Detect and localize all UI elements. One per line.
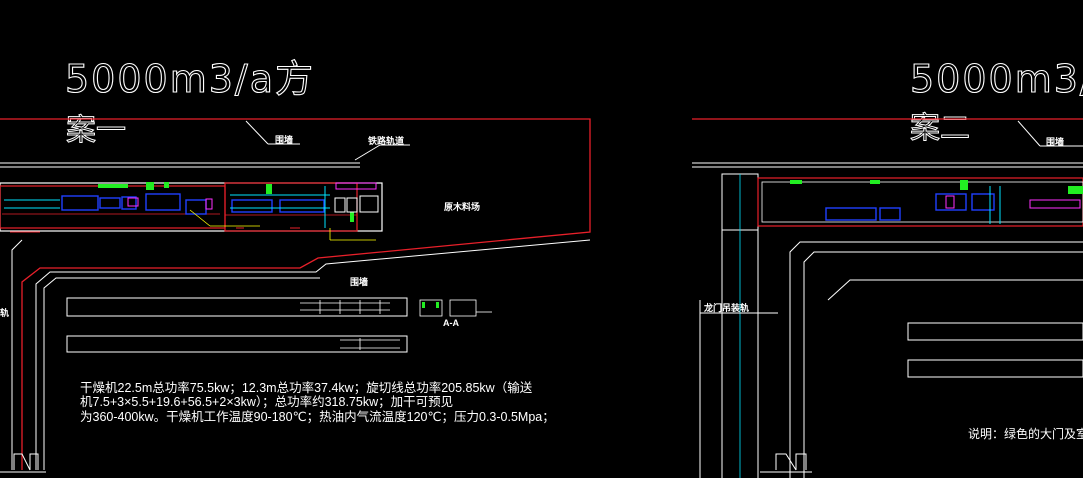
- dryer-line-equipment: [61, 193, 325, 215]
- wall-ticks: [10, 227, 300, 233]
- label-wall-top: 围墙: [275, 134, 293, 145]
- workshop-outline: [0, 182, 383, 232]
- right-road-inner: [803, 251, 1083, 478]
- right-plan-upper: [907, 322, 1083, 341]
- plan-view-upper: [66, 297, 408, 317]
- workshop-wall-left: [0, 185, 226, 229]
- conveyor-lines: [4, 186, 330, 228]
- right-note: 说明：绿色的大门及室: [968, 426, 1083, 441]
- white-equipment-boxes: [334, 195, 379, 213]
- spec-line-1: 干燥机22.5m总功率75.5kw；12.3m总功率37.4kw；旋切线总功率2…: [80, 380, 533, 395]
- road-inner-edge: [35, 239, 591, 470]
- label-right-wall-top: 围墙: [1046, 136, 1064, 147]
- left-sheet-title: 5000m3/a方: [65, 57, 315, 101]
- gate-symbol-left: [0, 453, 46, 473]
- right-scheme-label: 案二: [910, 111, 970, 146]
- right-magenta-details: [945, 195, 1081, 209]
- wall-leader-line: [245, 120, 269, 145]
- label-crane: 龙门吊装轨: [703, 302, 749, 313]
- label-section: A-A: [443, 318, 459, 328]
- green-doors: [98, 182, 354, 222]
- section-green-marks: [422, 302, 439, 308]
- left-perimeter-wall: [0, 118, 591, 470]
- yellow-annotations: [189, 209, 376, 241]
- spec-line-3: 为360-400kw。干燥机工作温度90-180℃；热油内气流温度120℃；压力…: [80, 409, 555, 424]
- magenta-details: [127, 182, 377, 210]
- right-plan-lower: [907, 359, 1083, 378]
- label-rail: 铁路轨道: [368, 135, 404, 146]
- section-detail: [419, 299, 492, 317]
- left-sheet: 5000m3/a方 案一 围墙 铁路轨道: [0, 56, 591, 473]
- road-inner-edge-2: [43, 277, 320, 470]
- workshop-wall-right: [224, 182, 358, 232]
- right-conveyors: [989, 186, 1001, 224]
- right-workshop-wall: [757, 177, 1083, 227]
- left-road-outline: [11, 239, 23, 470]
- plan-view-lower-detail: [340, 338, 400, 350]
- right-road-outer: [789, 241, 1083, 478]
- plan-view-lower: [66, 335, 408, 353]
- gate-symbol-right: [760, 453, 812, 473]
- label-log-yard: 原木料场: [444, 201, 480, 212]
- label-wall-mid: 围墙: [350, 276, 368, 287]
- right-equipment: [825, 193, 995, 221]
- right-green-doors: [790, 180, 1083, 194]
- label-left-edge: 轨: [0, 307, 9, 318]
- right-sheet: 5000m3/ 案二 围墙 龙门吊装轨: [692, 56, 1083, 478]
- right-sheet-title: 5000m3/: [910, 57, 1083, 101]
- left-scheme-label: 案一: [66, 113, 126, 148]
- spec-line-2: 机7.5+3×5.5+19.6+56.5+2×3kw）；总功率约318.75kw…: [80, 394, 453, 409]
- plan-view-upper-detail: [300, 300, 390, 314]
